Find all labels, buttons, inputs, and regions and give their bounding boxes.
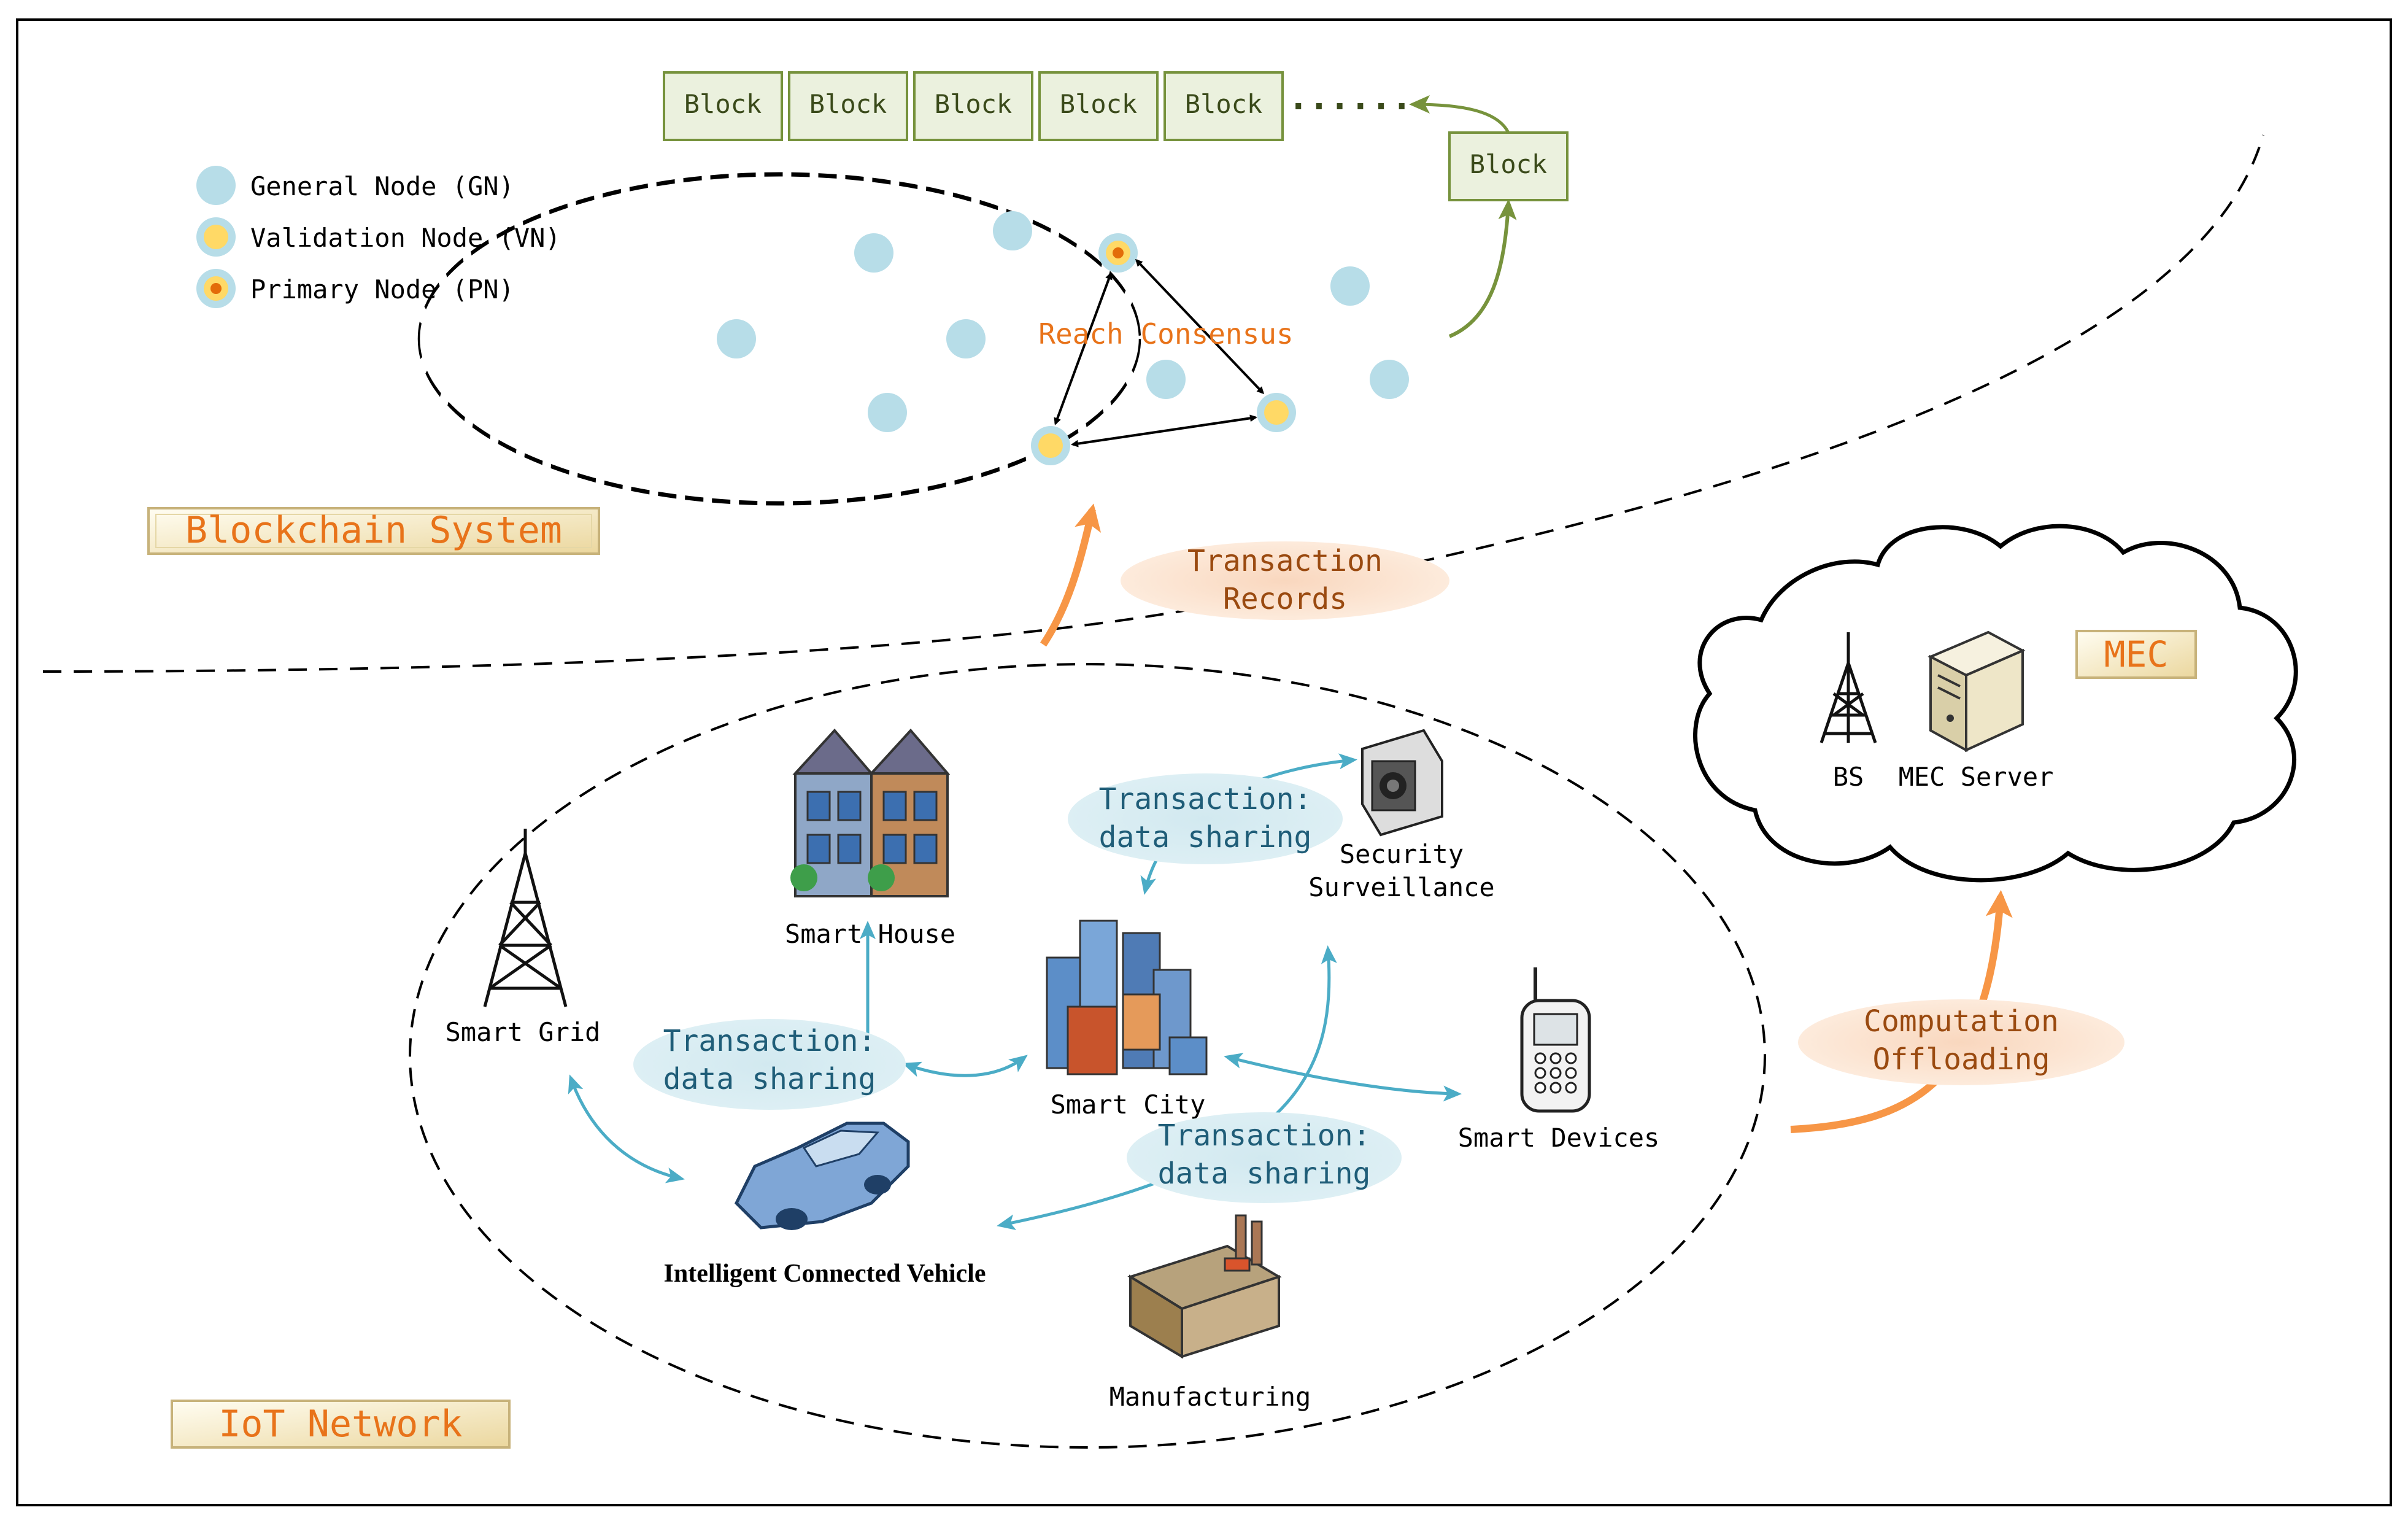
general-node-icon [196,166,236,205]
block-label: Block [684,89,762,119]
tx3-line2: data sharing [1158,1156,1371,1191]
blockchain-system-label: Blockchain System [185,509,562,552]
new-block-label: Block [1470,149,1547,179]
mec-server-icon [1928,630,2026,753]
blockchain-system-badge: Blockchain System [147,507,600,555]
general-node [717,319,756,358]
security-label-line2: Surveillance [1308,872,1494,902]
manufacturing-label: Manufacturing [1109,1382,1311,1412]
general-node [1330,266,1370,306]
smart-grid-icon [483,829,568,1007]
legend: General Node (GN) Validation Node (VN) P… [196,166,561,308]
vehicle-label: Intelligent Connected Vehicle [664,1260,986,1288]
tx2-line1: Transaction: [1099,782,1312,816]
general-node [1146,360,1186,399]
block-1: Block [663,71,783,141]
general-node [854,233,893,273]
general-node [993,211,1032,250]
iot-network-ellipse [409,663,1766,1449]
outer-frame [16,18,2392,1506]
smart-city-icon [1046,920,1208,1075]
transaction-records-line2: Records [1223,582,1347,616]
offloading-line1: Computation [1864,1004,2059,1039]
new-block: Block [1448,131,1569,201]
validation-node [1031,426,1070,465]
transaction-records-bubble: Transaction Records [1121,541,1449,620]
reach-consensus-label: Reach Consensus [1038,317,1293,351]
computation-offloading-bubble: Computation Offloading [1798,999,2124,1085]
consensus-arrow [1135,258,1265,395]
security-camera-icon [1361,729,1443,837]
block-2: Block [788,71,908,141]
chain-ellipsis: ...... [1288,78,1412,118]
tx-bubble-3: Transaction: data sharing [1127,1112,1402,1203]
offloading-line2: Offloading [1873,1042,2050,1077]
smart-devices-label: Smart Devices [1458,1123,1660,1153]
consensus-to-block-arrow [1448,199,1517,338]
iot-network-badge: IoT Network [171,1400,511,1449]
bs-label: BS [1833,762,1864,792]
block-5: Block [1163,71,1284,141]
block-3: Block [913,71,1033,141]
blockchain-nodes: Reach Consensus [717,211,1409,465]
consensus-arrow [1071,414,1257,447]
transaction-records-line1: Transaction [1187,544,1383,578]
smart-city-label: Smart City [1051,1090,1206,1120]
smart-phone-icon [1520,967,1591,1113]
tx2-line2: data sharing [1099,820,1312,854]
tx1-line2: data sharing [663,1062,876,1096]
city-devices-arrow [1224,1053,1462,1102]
smart-house-icon [790,728,951,897]
factory-icon [1127,1214,1282,1359]
security-label-line1: Security [1340,839,1464,869]
mec-server-label: MEC Server [1899,762,2054,792]
block-label: Block [1060,89,1137,119]
block-label: Block [809,89,887,119]
smart-grid-label: Smart Grid [446,1017,601,1047]
vehicle-icon [734,1121,910,1230]
tx1-line1: Transaction: [663,1024,876,1058]
general-node [868,393,907,432]
legend-primary-node: Primary Node (PN) [250,274,514,304]
legend-general-node: General Node (GN) [250,171,514,201]
block-chain: Block Block Block Block Block ...... Blo… [663,71,1569,338]
general-node [946,319,986,358]
iot-network-label: IoT Network [218,1403,462,1446]
region-divider [42,134,2264,673]
primary-node [1098,233,1138,273]
grid-vehicle-arrow [568,1074,685,1183]
block-4: Block [1038,71,1159,141]
tx-bubble-2: Transaction: data sharing [1068,773,1343,864]
mec-label: MEC [2104,633,2169,675]
mec-badge: MEC [2075,630,2197,679]
smart-house-label: Smart House [785,919,955,949]
consensus-arrow [1054,272,1113,425]
bs-tower-icon [1820,632,1877,743]
tx3-line1: Transaction: [1158,1118,1371,1153]
validation-node [1257,393,1296,432]
block-label: Block [935,89,1012,119]
tx-bubble-1: Transaction: data sharing [633,1019,906,1110]
transaction-records-arrow [1040,503,1102,647]
block-label: Block [1185,89,1262,119]
mec-cloud: BS MEC Server MEC [1693,524,2298,883]
house-city-arrow [902,1055,1028,1077]
general-node [1370,360,1409,399]
append-arrow [1409,95,1510,134]
